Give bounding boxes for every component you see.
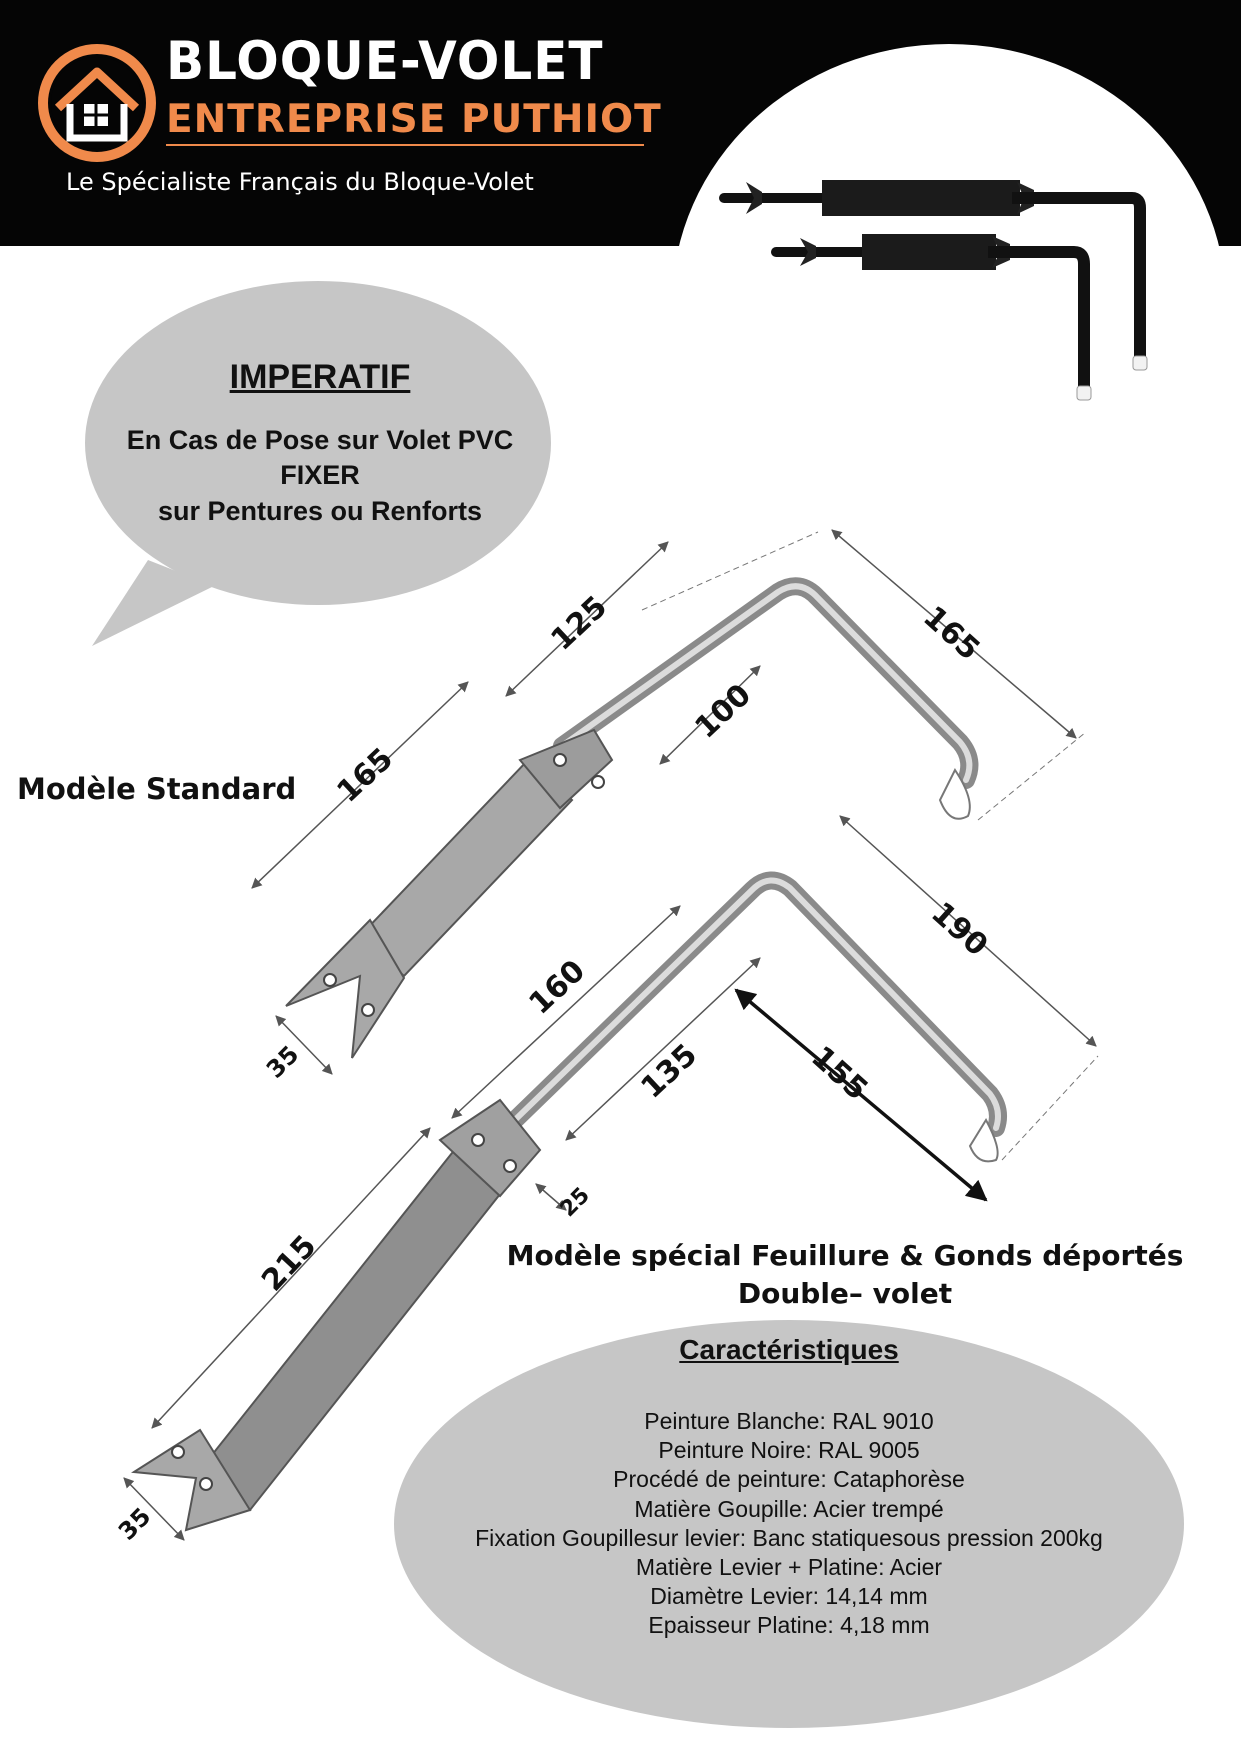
house-logo-icon <box>38 44 156 162</box>
characteristic-item: Peinture Blanche: RAL 9010 <box>644 1408 934 1434</box>
tagline: Le Spécialiste Français du Bloque-Volet <box>66 168 534 196</box>
characteristics-panel <box>394 1320 1184 1728</box>
dimension-label: 25 <box>555 1182 595 1223</box>
dimension-label: 35 <box>112 1502 157 1546</box>
dimension-label: 215 <box>255 1228 324 1299</box>
imperatif-line-1: En Cas de Pose sur Volet PVC <box>126 425 514 455</box>
dimension-label: 100 <box>688 677 759 746</box>
product-photo-backdrop <box>672 44 1226 564</box>
characteristic-item: Peinture Noire: RAL 9005 <box>658 1437 920 1464</box>
imperatif-speech-bubble <box>85 281 551 646</box>
imperatif-title: IMPERATIF <box>229 358 411 396</box>
brand-subtitle: ENTREPRISE PUTHIOT <box>166 97 662 142</box>
model-standard-label: Modèle Standard <box>17 772 297 806</box>
dimension-label: 160 <box>522 953 593 1022</box>
imperatif-line-2: FIXER <box>280 460 360 490</box>
product-photo <box>719 180 1148 401</box>
dimension-label: 155 <box>804 1039 875 1108</box>
characteristic-item: Diamètre Levier: 14,14 mm <box>650 1583 928 1610</box>
dimension-label: 165 <box>330 741 401 810</box>
dimension-label: 190 <box>924 895 995 964</box>
model-special-line-1: Modèle spécial Feuillure & Gonds déporté… <box>506 1239 1184 1272</box>
model-special-line-2: Double– volet <box>737 1277 953 1310</box>
dimension-label: 135 <box>634 1037 705 1106</box>
characteristic-item: Epaisseur Platine: 4,18 mm <box>648 1612 930 1639</box>
characteristic-item: Matière Levier + Platine: Acier <box>635 1554 943 1581</box>
brand-divider <box>166 144 644 146</box>
characteristic-item: Matière Goupille: Acier trempé <box>634 1495 944 1522</box>
brand-title: BLOQUE-VOLET <box>166 30 604 92</box>
characteristic-item: Procédé de peinture: Cataphorèse <box>613 1466 965 1493</box>
dimension-label: 35 <box>260 1040 305 1084</box>
dimension-label: 165 <box>916 599 987 668</box>
model-special-label: Modèle spécial Feuillure & Gonds déporté… <box>505 1237 1185 1313</box>
characteristics-title: Caractéristiques <box>679 1334 899 1365</box>
characteristics-list: Peinture Blanche: RAL 9010 Peinture Noir… <box>394 1407 1184 1641</box>
imperatif-line-3: sur Pentures ou Renforts <box>157 496 483 526</box>
characteristic-item: Fixation Goupillesur levier: Banc statiq… <box>475 1524 1103 1551</box>
